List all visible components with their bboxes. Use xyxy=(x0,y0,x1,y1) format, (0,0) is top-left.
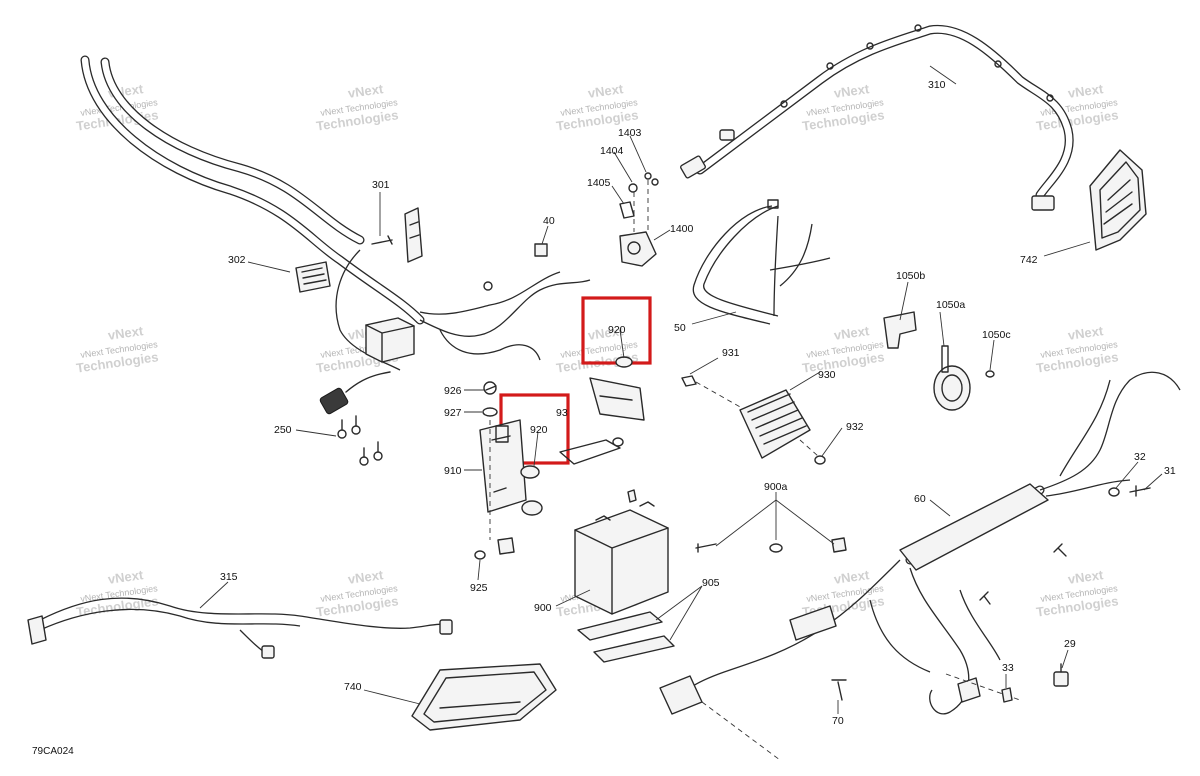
battery-bracket-910 xyxy=(474,381,543,560)
sensor-1400-group xyxy=(619,172,659,267)
main-harness-group xyxy=(80,55,591,466)
watermark-brand: vNext xyxy=(1067,567,1105,587)
regulator-930 xyxy=(681,375,826,465)
watermark-brand: vNext xyxy=(1067,81,1105,101)
callout-310: 310 xyxy=(928,79,946,91)
watermark-brand: vNext xyxy=(107,323,145,343)
callout-1403: 1403 xyxy=(618,127,642,139)
callout-50: 50 xyxy=(674,322,686,334)
callout-1050a: 1050a xyxy=(936,299,965,311)
leader-lines xyxy=(199,65,1163,714)
callout-1404: 1404 xyxy=(600,145,624,157)
callout-315: 315 xyxy=(220,571,238,583)
hardware-29-33 xyxy=(831,485,1151,703)
callout-40: 40 xyxy=(543,215,555,227)
callout-32: 32 xyxy=(1134,451,1146,463)
callout-905: 905 xyxy=(702,577,720,589)
callout-301: 301 xyxy=(372,179,390,191)
foam-pads-905 xyxy=(577,611,675,663)
callout-926: 926 xyxy=(444,385,462,397)
callout-1405: 1405 xyxy=(587,177,611,189)
callout-925: 925 xyxy=(470,582,488,594)
rear-harness-60 xyxy=(659,371,1181,761)
battery-cable-50 xyxy=(692,199,831,325)
watermark-brand: vNext xyxy=(1067,323,1105,343)
hold-down-931 xyxy=(559,356,645,465)
callout-33: 33 xyxy=(1002,662,1014,674)
callout-29: 29 xyxy=(1064,638,1076,650)
headlight-harness-310 xyxy=(680,24,1074,211)
watermark-brand: vNext xyxy=(587,323,625,343)
watermark-brand: vNext xyxy=(587,81,625,101)
figure-code: 79CA024 xyxy=(32,746,74,757)
screw-set-250 xyxy=(337,415,383,466)
callout-1050b: 1050b xyxy=(896,270,925,282)
watermark-brand: vNext xyxy=(347,81,385,101)
callout-740: 740 xyxy=(344,681,362,693)
watermark-brand: vNext xyxy=(347,567,385,587)
lamp-740 xyxy=(411,663,557,731)
callout-932: 932 xyxy=(846,421,864,433)
callout-742: 742 xyxy=(1020,254,1038,266)
hardware-900a xyxy=(695,537,847,553)
callout-900: 900 xyxy=(534,602,552,614)
callout-1400: 1400 xyxy=(670,223,694,235)
callout-302: 302 xyxy=(228,254,246,266)
headlight-742 xyxy=(1089,149,1147,251)
callout-920-upper: 920 xyxy=(608,324,626,336)
callout-930: 930 xyxy=(818,369,836,381)
callout-labels: 301 302 250 40 1403 1404 1405 1400 310 7… xyxy=(220,79,1176,727)
callout-60: 60 xyxy=(914,493,926,505)
battery-900 xyxy=(574,489,669,615)
callout-31: 31 xyxy=(1164,465,1176,477)
watermark-brand: vNext xyxy=(107,567,145,587)
watermark-brand: vNext xyxy=(833,567,871,587)
callout-250: 250 xyxy=(274,424,292,436)
callout-927: 927 xyxy=(444,407,462,419)
callout-1050c: 1050c xyxy=(982,329,1011,341)
callout-910: 910 xyxy=(444,465,462,477)
watermark-brand: vNext xyxy=(833,323,871,343)
callout-920-lower: 920 xyxy=(530,424,548,436)
callout-900a: 900a xyxy=(764,481,788,493)
harness-315 xyxy=(27,597,453,659)
callout-931-partial: 93 xyxy=(556,407,568,419)
callout-931: 931 xyxy=(722,347,740,359)
callout-70: 70 xyxy=(832,715,844,727)
watermark-brand: vNext xyxy=(833,81,871,101)
horn-1050a xyxy=(883,311,995,411)
